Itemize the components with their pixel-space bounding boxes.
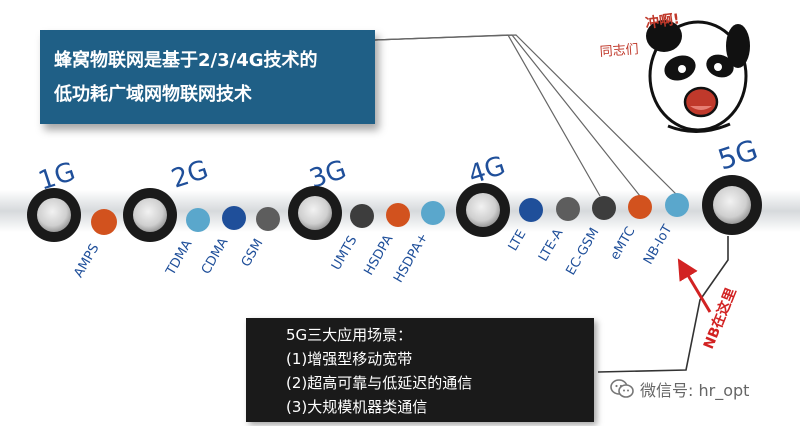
generation-ring-4g	[456, 183, 510, 237]
tech-dot-amps	[91, 209, 117, 235]
tech-label-lte-a: LTE-A	[536, 226, 566, 264]
callout-box: 蜂窝物联网是基于2/3/4G技术的 低功耗广域网物联网技术	[40, 30, 375, 124]
mascot-comrades: 同志们	[599, 42, 639, 60]
generation-ring-1g	[27, 188, 81, 242]
tech-dot-lte	[519, 198, 543, 222]
tech-dot-tdma	[186, 208, 210, 232]
5g-applications-box: 5G三大应用场景： (1)增强型移动宽带 (2)超高可靠与低延迟的通信 (3)大…	[246, 318, 594, 422]
applications-title: 5G三大应用场景：	[286, 326, 413, 344]
tech-label-hsdpa-plus: HSDPA+	[391, 231, 431, 286]
callout-line-1: 蜂窝物联网是基于2/3/4G技术的	[54, 50, 318, 71]
tech-dot-lte-a	[556, 197, 580, 221]
tech-dot-gsm	[256, 207, 280, 231]
tech-label-umts: UMTS	[329, 234, 360, 273]
callout-pointer-lines	[374, 34, 679, 197]
tech-label-tdma: TDMA	[163, 237, 196, 278]
tech-dot-nb-iot	[665, 193, 689, 217]
tech-dot-hsdpa	[386, 203, 410, 227]
tech-label-hsdpa: HSDPA	[361, 232, 396, 278]
nb-iot-arrow	[677, 258, 712, 313]
nb-here-annotation: NB在这里	[700, 285, 740, 351]
5g-connector-line	[597, 236, 729, 373]
generation-ring-5g	[702, 175, 762, 235]
wechat-icon	[610, 379, 634, 398]
tech-label-gsm: GSM	[239, 237, 267, 270]
generation-ring-3g	[288, 186, 342, 240]
tech-label-amps: AMPS	[71, 242, 102, 281]
tech-dot-umts	[350, 204, 374, 228]
mascot-exclaim: 冲啊!	[644, 10, 680, 32]
watermark-text: 微信号: hr_opt	[640, 381, 750, 400]
application-item-mmtc: (3)大规模机器类通信	[286, 398, 428, 416]
generation-label-2g: 2G	[168, 155, 212, 195]
generation-ring-2g	[123, 188, 177, 242]
panda-mascot: 冲啊! 同志们	[599, 10, 750, 134]
wechat-watermark: 微信号: hr_opt	[610, 374, 749, 404]
tech-dot-emtc	[628, 195, 652, 219]
tech-dot-hsdpa-plus	[421, 201, 445, 225]
application-item-embb: (1)增强型移动宽带	[286, 350, 413, 368]
callout-line-2: 低功耗广域网物联网技术	[54, 84, 252, 105]
tech-label-cdma: CDMA	[199, 235, 232, 277]
tech-dot-ec-gsm	[592, 196, 616, 220]
tech-label-ec-gsm: EC-GSM	[563, 226, 602, 279]
panda-head	[646, 20, 750, 134]
generation-label-5g: 5G	[714, 133, 762, 177]
tech-dot-cdma	[222, 206, 246, 230]
application-item-urllc: (2)超高可靠与低延迟的通信	[286, 374, 473, 392]
